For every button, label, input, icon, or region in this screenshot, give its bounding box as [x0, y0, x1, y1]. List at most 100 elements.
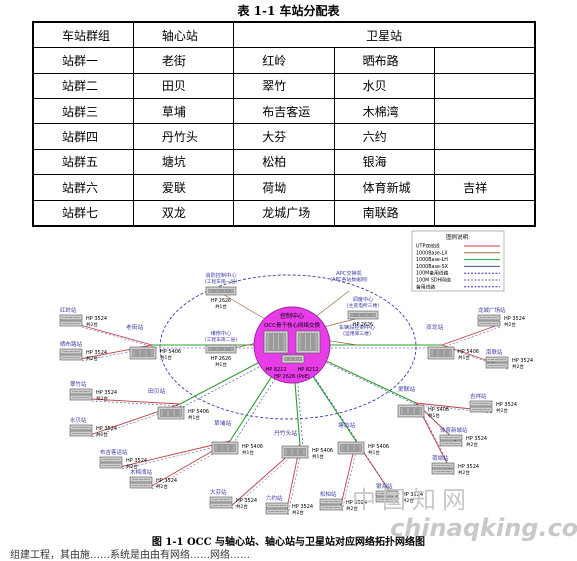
- legend-item-label: 1000Base-LH: [416, 257, 448, 263]
- inner-node-sublabel: (运用库三楼): [343, 330, 371, 337]
- core-switch-poe: [281, 354, 305, 364]
- watermark-en: chinaqking.com: [390, 514, 577, 542]
- legend-item-label: UTP双绞线: [416, 243, 440, 250]
- hub-backup-line: [294, 347, 420, 407]
- satellite-cell: 松柏: [233, 148, 335, 176]
- switch-panel: [212, 505, 230, 506]
- hub-cell: 田贝: [132, 72, 235, 100]
- satellite-cell: 大芬: [233, 123, 335, 150]
- satellite-device-label: HP 3524: [346, 500, 367, 506]
- hub-note-label: 共1台: [188, 414, 200, 421]
- table-row: 站群五 塘坑 松柏 银海: [31, 148, 537, 176]
- switch-panel: [62, 351, 80, 352]
- satellite-switch-a: [439, 434, 463, 441]
- legend-item-label: 备用线路: [416, 283, 435, 290]
- satellite-station-label: 晒布路站: [60, 340, 83, 348]
- switch-panel: [284, 357, 302, 361]
- switch-panel: [214, 444, 236, 452]
- satellite-cell: [434, 72, 537, 100]
- satellite-station-label: 红岭站: [60, 306, 77, 314]
- switch-panel: [340, 444, 362, 452]
- switch-panel: [132, 479, 150, 480]
- satellite-switch-b: [99, 462, 123, 469]
- satellite-switch-a: [375, 490, 399, 497]
- satellite-switch-b: [59, 354, 83, 361]
- satellite-switch-b: [69, 430, 93, 437]
- satellite-switch-b: [477, 320, 501, 327]
- switch-panel: [284, 448, 306, 456]
- satellite-cell: [434, 148, 537, 176]
- satellite-link-line: [89, 398, 181, 405]
- switch-panel: [472, 409, 490, 410]
- switch-panel: [132, 485, 150, 486]
- satellite-device-label: HP 3524: [402, 492, 423, 498]
- satellite-switch-b: [439, 440, 463, 447]
- satellite-note-label: 共2台: [96, 395, 108, 402]
- hub-cell: 双龙: [132, 199, 235, 227]
- satellite-switch-b: [59, 320, 83, 327]
- hub-cell: 塘坑: [132, 148, 235, 176]
- switch-panel: [72, 397, 90, 398]
- legend-box: [411, 230, 505, 292]
- satellite-switch-b: [469, 406, 493, 413]
- satellite-device-label: HP 3524: [86, 350, 107, 356]
- satellite-cell: 晒布路: [333, 47, 436, 74]
- switch-panel: [160, 409, 182, 417]
- satellite-note-label: 共2台: [126, 463, 138, 470]
- body-text-fragment: 组建工程，其由施……系统是由由有网络……网络……: [10, 550, 250, 561]
- hub-station-label: 老街站: [126, 323, 144, 331]
- inner-node-switch: [205, 344, 237, 354]
- switch-panel: [430, 349, 452, 357]
- satellite-link-line: [79, 324, 153, 346]
- switch-panel: [350, 313, 376, 317]
- hub-cell: 爱联: [132, 174, 235, 201]
- satellite-note-label: 共2台: [292, 509, 304, 516]
- group-cell: 站群四: [31, 123, 134, 150]
- satellite-note-label: 共2台: [86, 355, 98, 362]
- occ-core-circle: [253, 306, 331, 384]
- satellite-cell: [434, 47, 537, 74]
- satellite-switch-a: [69, 424, 93, 431]
- satellite-switch-a: [59, 314, 83, 321]
- satellite-cell: 翠竹: [233, 72, 335, 100]
- table-row: 站群二 田贝 翠竹 水贝: [31, 72, 537, 100]
- legend-title: 图例说明:: [446, 233, 470, 241]
- satellite-switch-b: [485, 362, 509, 369]
- switch-panel: [442, 437, 460, 438]
- satellite-backup-line: [81, 326, 155, 348]
- inner-node-sublabel: (工程车库二层): [205, 336, 238, 343]
- satellite-cell: [434, 199, 537, 227]
- satellite-switch-a: [265, 502, 289, 509]
- core-ring-ellipse: [159, 274, 417, 420]
- satellite-cell: 木棉湾: [333, 98, 436, 125]
- satellite-link-line: [119, 440, 231, 468]
- legend-item-label: 100M备用线路: [416, 270, 449, 277]
- satellite-station-label: 水贝站: [70, 416, 87, 424]
- hub-device-label: HP 5406: [242, 444, 263, 450]
- satellite-switch-a: [477, 314, 501, 321]
- satellite-switch-b: [265, 508, 289, 515]
- hub-note-label: 共1台: [368, 449, 380, 456]
- core-switch-label-poe: HP 2626 (PoE): [274, 374, 310, 380]
- satellite-device-label: HP 3524: [512, 358, 533, 364]
- hub-switch: [427, 346, 455, 360]
- switch-panel: [378, 499, 396, 500]
- group-cell: 站群五: [31, 148, 134, 176]
- satellite-backup-line: [287, 446, 303, 516]
- satellite-note-label: 共2台: [458, 469, 470, 476]
- hub-note-label: 共1台: [428, 412, 440, 419]
- table-title: 表 1-1 车站分配表: [237, 4, 340, 18]
- satellite-switch-b: [129, 482, 153, 489]
- switch-panel: [400, 407, 422, 415]
- switch-panel: [102, 459, 120, 460]
- satellite-device-label: HP 3524: [156, 478, 177, 484]
- hub-backup-line: [294, 347, 304, 449]
- group-cell: 站群二: [31, 72, 134, 100]
- inner-node-device: HP 2626: [211, 356, 231, 362]
- inner-node-device: HP 2626: [353, 322, 373, 328]
- table-row: 站群六 爱联 荷坳 体育新城 吉祥: [31, 174, 537, 201]
- satellite-note-label: 共2台: [504, 321, 516, 328]
- switch-panel: [488, 365, 506, 366]
- hub-switch: [281, 445, 309, 459]
